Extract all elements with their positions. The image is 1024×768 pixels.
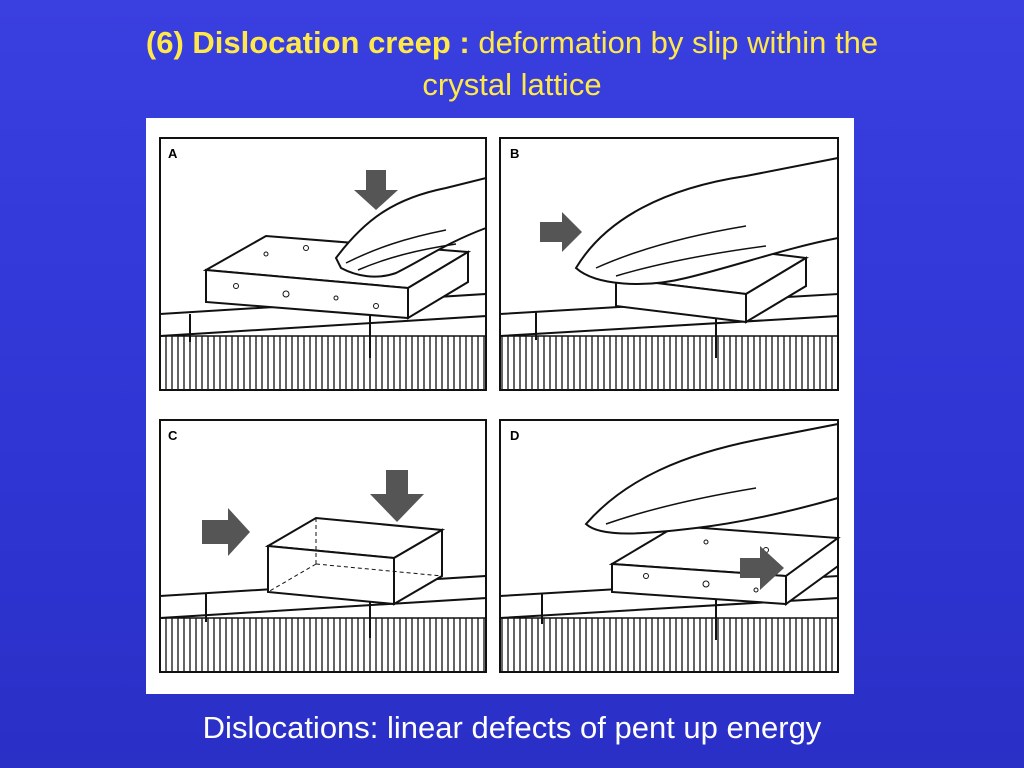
panel-b: B: [499, 137, 839, 391]
title-rest: deformation by slip within the: [478, 25, 879, 60]
arrow-down-icon: [370, 470, 424, 522]
arrow-right-icon: [202, 508, 250, 556]
panel-d: D: [499, 419, 841, 673]
arrow-right-icon: [540, 212, 582, 252]
title-bold: (6) Dislocation creep :: [145, 25, 470, 60]
panel-a: A: [159, 137, 487, 391]
arrow-down-icon: [354, 170, 398, 210]
slide-title: (6) Dislocation creep : deformation by s…: [0, 22, 1024, 106]
panel-label-d: D: [510, 428, 519, 443]
panel-label-a: A: [168, 146, 178, 161]
slide-caption: Dislocations: linear defects of pent up …: [202, 710, 822, 745]
sponge-illustration: A B: [146, 118, 854, 694]
arrow-right-icon: [740, 546, 784, 590]
title-rest-line2: crystal lattice: [422, 67, 602, 102]
panel-label-c: C: [168, 428, 178, 443]
panel-label-b: B: [510, 146, 519, 161]
panel-c: C: [159, 419, 487, 673]
